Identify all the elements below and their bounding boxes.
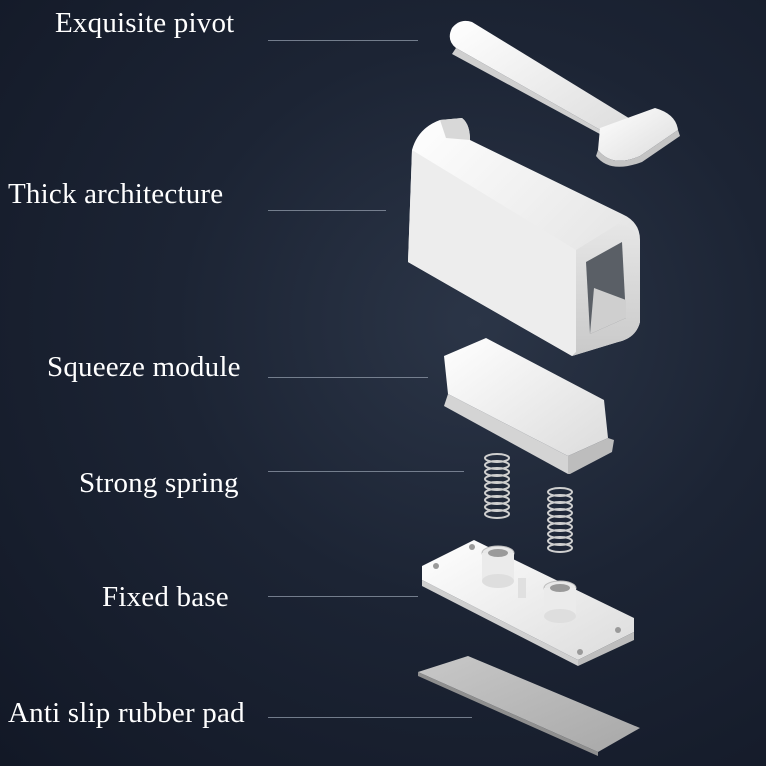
leader-pad (268, 717, 472, 718)
label-pad: Anti slip rubber pad (8, 697, 245, 729)
label-architecture: Thick architecture (8, 178, 224, 210)
leader-pivot (268, 40, 418, 41)
label-base: Fixed base (102, 581, 229, 613)
squeeze-part (444, 338, 614, 474)
base-part (422, 540, 634, 666)
label-spring: Strong spring (79, 467, 239, 499)
leader-base (268, 596, 418, 597)
spring-part (484, 453, 573, 553)
leader-architecture (268, 210, 386, 211)
label-pivot: Exquisite pivot (55, 7, 235, 39)
architecture-part (408, 118, 640, 356)
label-squeeze: Squeeze module (47, 351, 241, 383)
leader-spring (268, 471, 464, 472)
pad-part (418, 656, 640, 756)
leader-squeeze (268, 377, 428, 378)
pivot-part (449, 20, 680, 167)
